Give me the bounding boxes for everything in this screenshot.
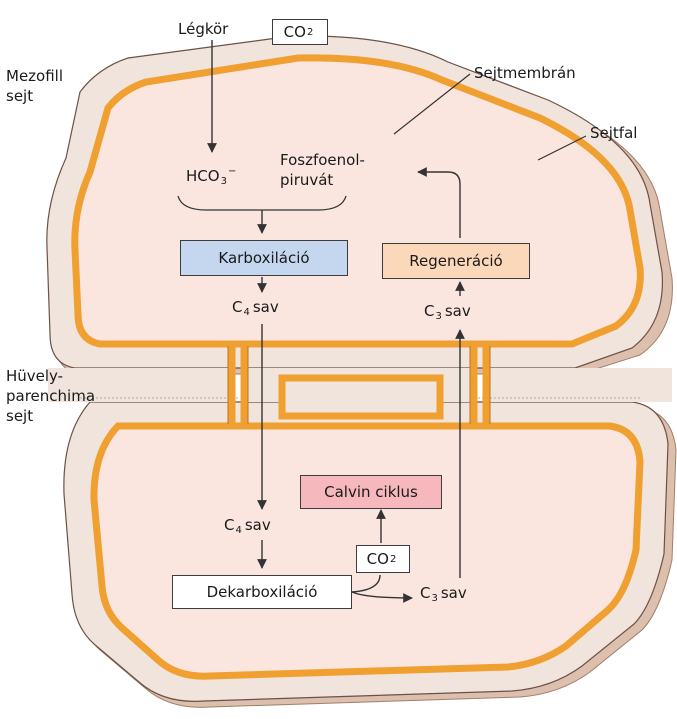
co2-bottom-text: CO <box>367 550 389 568</box>
hco3-text: HCO <box>186 167 220 185</box>
hco3-sub: 3 <box>221 176 227 187</box>
dekarboxilacio-box: Dekarboxiláció <box>172 575 352 609</box>
huvely-label: Hüvely- parenchima sejt <box>6 366 95 426</box>
c3-top-label: C3 sav <box>424 302 471 326</box>
huvely-label-line2: parenchima <box>6 386 95 406</box>
c4-bottom-label: C4 sav <box>224 516 271 540</box>
mesophyll-cell <box>47 36 673 374</box>
c4-bottom-word: sav <box>245 516 271 534</box>
co2-top-text: CO <box>284 23 306 41</box>
plasmodesma-center <box>282 378 440 416</box>
c3-bottom-sub: 3 <box>431 593 437 604</box>
c3-bottom-label: C3 sav <box>420 584 467 608</box>
c3-bottom-word: sav <box>441 584 467 602</box>
huvely-label-line3: sejt <box>6 406 95 426</box>
c4-top-c: C <box>232 298 242 316</box>
co2-top-sub: 2 <box>307 27 313 38</box>
mezofill-label-line1: Mezofill <box>6 66 63 86</box>
c4-bottom-sub: 4 <box>235 525 241 536</box>
c3-top-sub: 3 <box>435 311 441 322</box>
c4-top-word: sav <box>253 298 279 316</box>
c4-bottom-c: C <box>224 516 234 534</box>
c3-top-c: C <box>424 302 434 320</box>
c3-top-word: sav <box>445 302 471 320</box>
co2-bottom-sub: 2 <box>390 554 396 565</box>
mesophyll-cell-membrane <box>75 58 641 344</box>
sejtmembran-label: Sejtmembrán <box>474 64 576 83</box>
c3-bottom-c: C <box>420 584 430 602</box>
regeneracio-box: Regeneráció <box>382 243 530 279</box>
calvin-box: Calvin ciklus <box>300 475 442 509</box>
foszfoenol-label: Foszfoenol- piruvát <box>280 150 365 190</box>
karboxilacio-box: Karboxiláció <box>180 240 348 276</box>
hco3-sup: − <box>228 166 236 177</box>
c4-top-sub: 4 <box>243 307 249 318</box>
sejtfal-label: Sejtfal <box>590 124 637 143</box>
mezofill-label: Mezofill sejt <box>6 66 63 106</box>
huvely-label-line1: Hüvely- <box>6 366 95 386</box>
legkor-label: Légkör <box>178 20 228 39</box>
foszfoenol-line1: Foszfoenol- <box>280 150 365 170</box>
junction-gap-right <box>486 368 672 402</box>
foszfoenol-line2: piruvát <box>280 170 365 190</box>
c4-top-label: C4 sav <box>232 298 279 322</box>
hco3-label: HCO3− <box>186 162 236 191</box>
mezofill-label-line2: sejt <box>6 86 63 106</box>
